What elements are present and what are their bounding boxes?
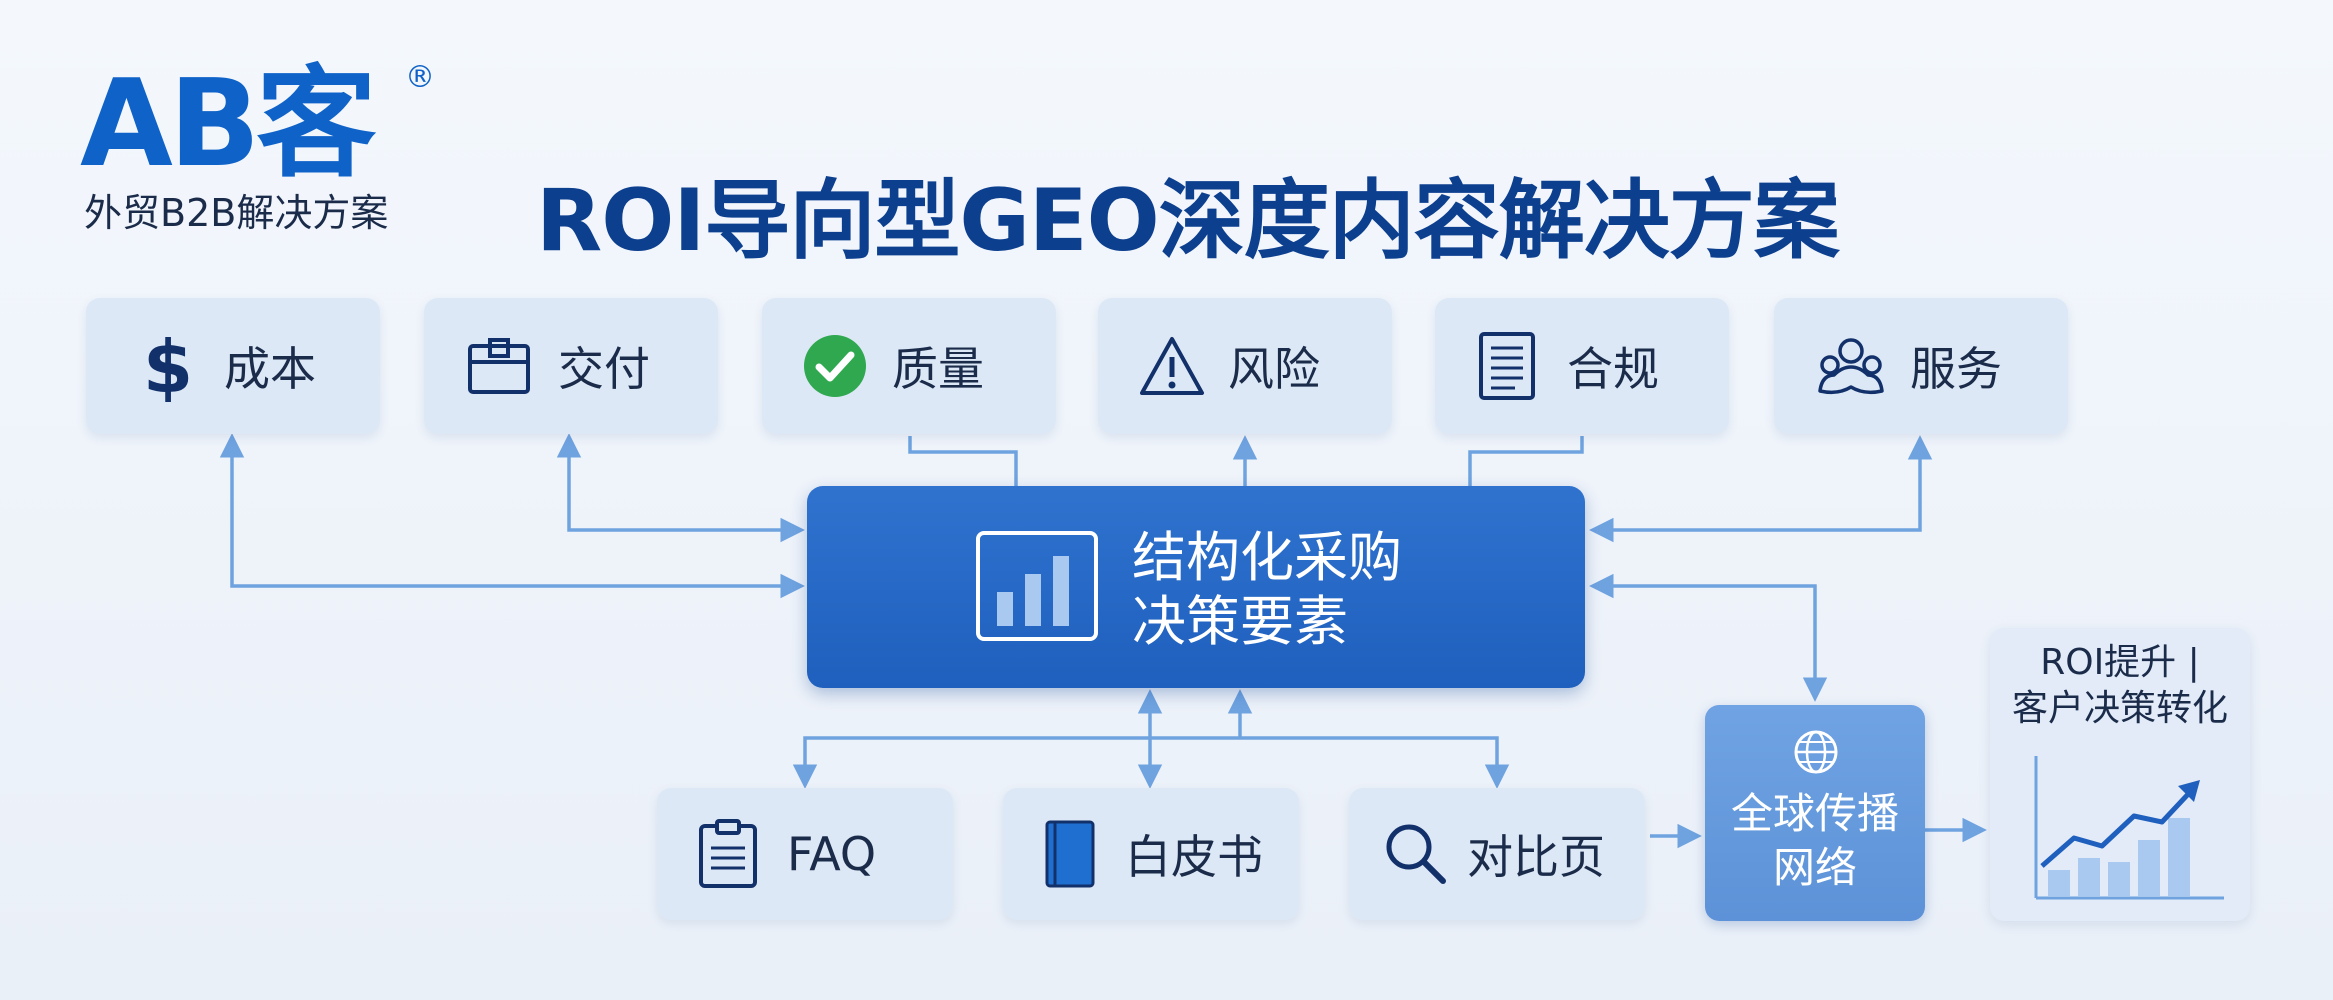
connector-network: [1589, 573, 1828, 702]
document-icon: [1479, 332, 1535, 400]
content-label-whitepaper: 白皮书: [1125, 830, 1263, 884]
factor-label-delivery: 交付: [558, 342, 650, 396]
search-icon: [1386, 824, 1446, 884]
center-label: 结构化采购 决策要素: [1132, 526, 1402, 654]
svg-text:$: $: [143, 330, 193, 402]
book-icon: [1045, 820, 1095, 888]
roi-result-card: ROI提升 | 客户决策转化: [1990, 628, 2250, 921]
connector-quality: [908, 436, 1018, 486]
factor-label-cost: 成本: [224, 342, 316, 396]
people-icon: [1818, 338, 1884, 395]
center-line-2: 决策要素: [1132, 590, 1348, 653]
logo-mark: AB客: [80, 55, 376, 194]
dollar-icon: $: [143, 330, 193, 402]
connector-service: [1589, 435, 1933, 543]
roi-line-1: ROI提升 |: [2040, 642, 2200, 683]
connector-cost: [219, 433, 805, 599]
roi-line-2: 客户决策转化: [2011, 688, 2228, 729]
network-line-2: 网络: [1772, 843, 1857, 892]
factor-box-risk: 风险: [1098, 298, 1392, 434]
growth-chart-icon: [2034, 756, 2224, 900]
factor-box-cost: $ 成本: [86, 298, 380, 434]
box-icon: [468, 338, 530, 394]
factor-label-risk: 风险: [1228, 342, 1320, 396]
content-box-comparison: 对比页: [1349, 788, 1645, 920]
factor-box-quality: 质量: [762, 298, 1056, 434]
content-box-faq: FAQ: [657, 788, 953, 920]
factor-box-compliance: 合规: [1435, 298, 1729, 434]
network-label: 全球传播 网络: [1705, 787, 1925, 895]
factor-label-compliance: 合规: [1567, 342, 1659, 396]
check-circle-icon: [804, 335, 866, 397]
factor-box-delivery: 交付: [424, 298, 718, 434]
bar-chart-icon: [976, 531, 1098, 641]
logo-subtitle: 外贸B2B解决方案: [84, 191, 389, 235]
factor-label-quality: 质量: [892, 342, 984, 396]
clipboard-icon: [699, 819, 757, 888]
warning-icon: [1140, 337, 1204, 395]
brand-logo: AB客 ® 外贸B2B解决方案: [80, 60, 460, 240]
content-label-faq: FAQ: [787, 827, 877, 881]
global-network-node: 全球传播 网络: [1705, 705, 1925, 921]
connector-delivery: [556, 433, 805, 543]
factor-label-service: 服务: [1910, 342, 2002, 396]
factor-box-service: 服务: [1774, 298, 2068, 434]
connector-compliance: [1468, 436, 1584, 486]
content-box-whitepaper: 白皮书: [1003, 788, 1299, 920]
registered-mark: ®: [405, 60, 435, 95]
page-title: ROI导向型GEO深度内容解决方案: [536, 171, 1840, 271]
center-line-1: 结构化采购: [1132, 526, 1402, 589]
network-line-1: 全球传播: [1730, 789, 1899, 838]
center-node: 结构化采购 决策要素: [807, 486, 1585, 688]
roi-label: ROI提升 | 客户决策转化: [1990, 640, 2250, 732]
globe-icon: [1794, 730, 1838, 774]
content-label-comparison: 对比页: [1467, 830, 1605, 884]
